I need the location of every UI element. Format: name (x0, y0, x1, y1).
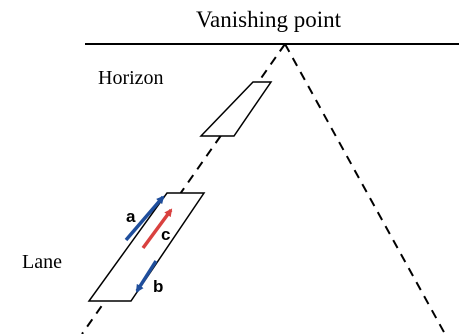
arrow-c-label: c (161, 225, 170, 244)
lane-label: Lane (22, 251, 62, 273)
arrow-a-label: a (126, 207, 136, 226)
lane-right-dashed (284, 43, 446, 334)
horizon-label: Horizon (98, 67, 164, 89)
arrow-c (141, 208, 173, 250)
arrow-a (124, 195, 165, 242)
arrow-b-label: b (153, 277, 163, 296)
vanishing-point-label: Vanishing point (196, 7, 342, 32)
far-lane-marking (199, 81, 273, 137)
near-lane-marking (87, 192, 206, 302)
arrow-b (135, 260, 158, 293)
